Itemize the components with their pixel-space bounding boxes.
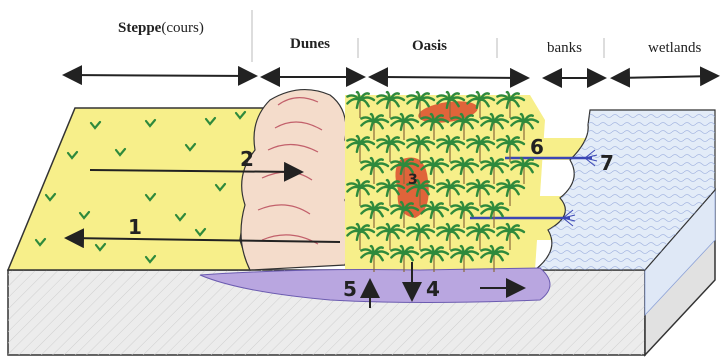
marker-5: 5 — [343, 277, 357, 301]
span-arrow-steppe — [66, 75, 254, 76]
marker-4: 4 — [426, 277, 440, 301]
marker-6: 6 — [530, 135, 544, 159]
span-arrow-wetlands — [614, 76, 716, 78]
zone-span-arrows — [66, 75, 716, 78]
marker-7: 7 — [600, 151, 614, 175]
span-arrow-oasis — [372, 77, 526, 78]
marker-3: 3 — [408, 172, 418, 188]
marker-1: 1 — [128, 215, 142, 239]
marker-2: 2 — [240, 147, 254, 171]
